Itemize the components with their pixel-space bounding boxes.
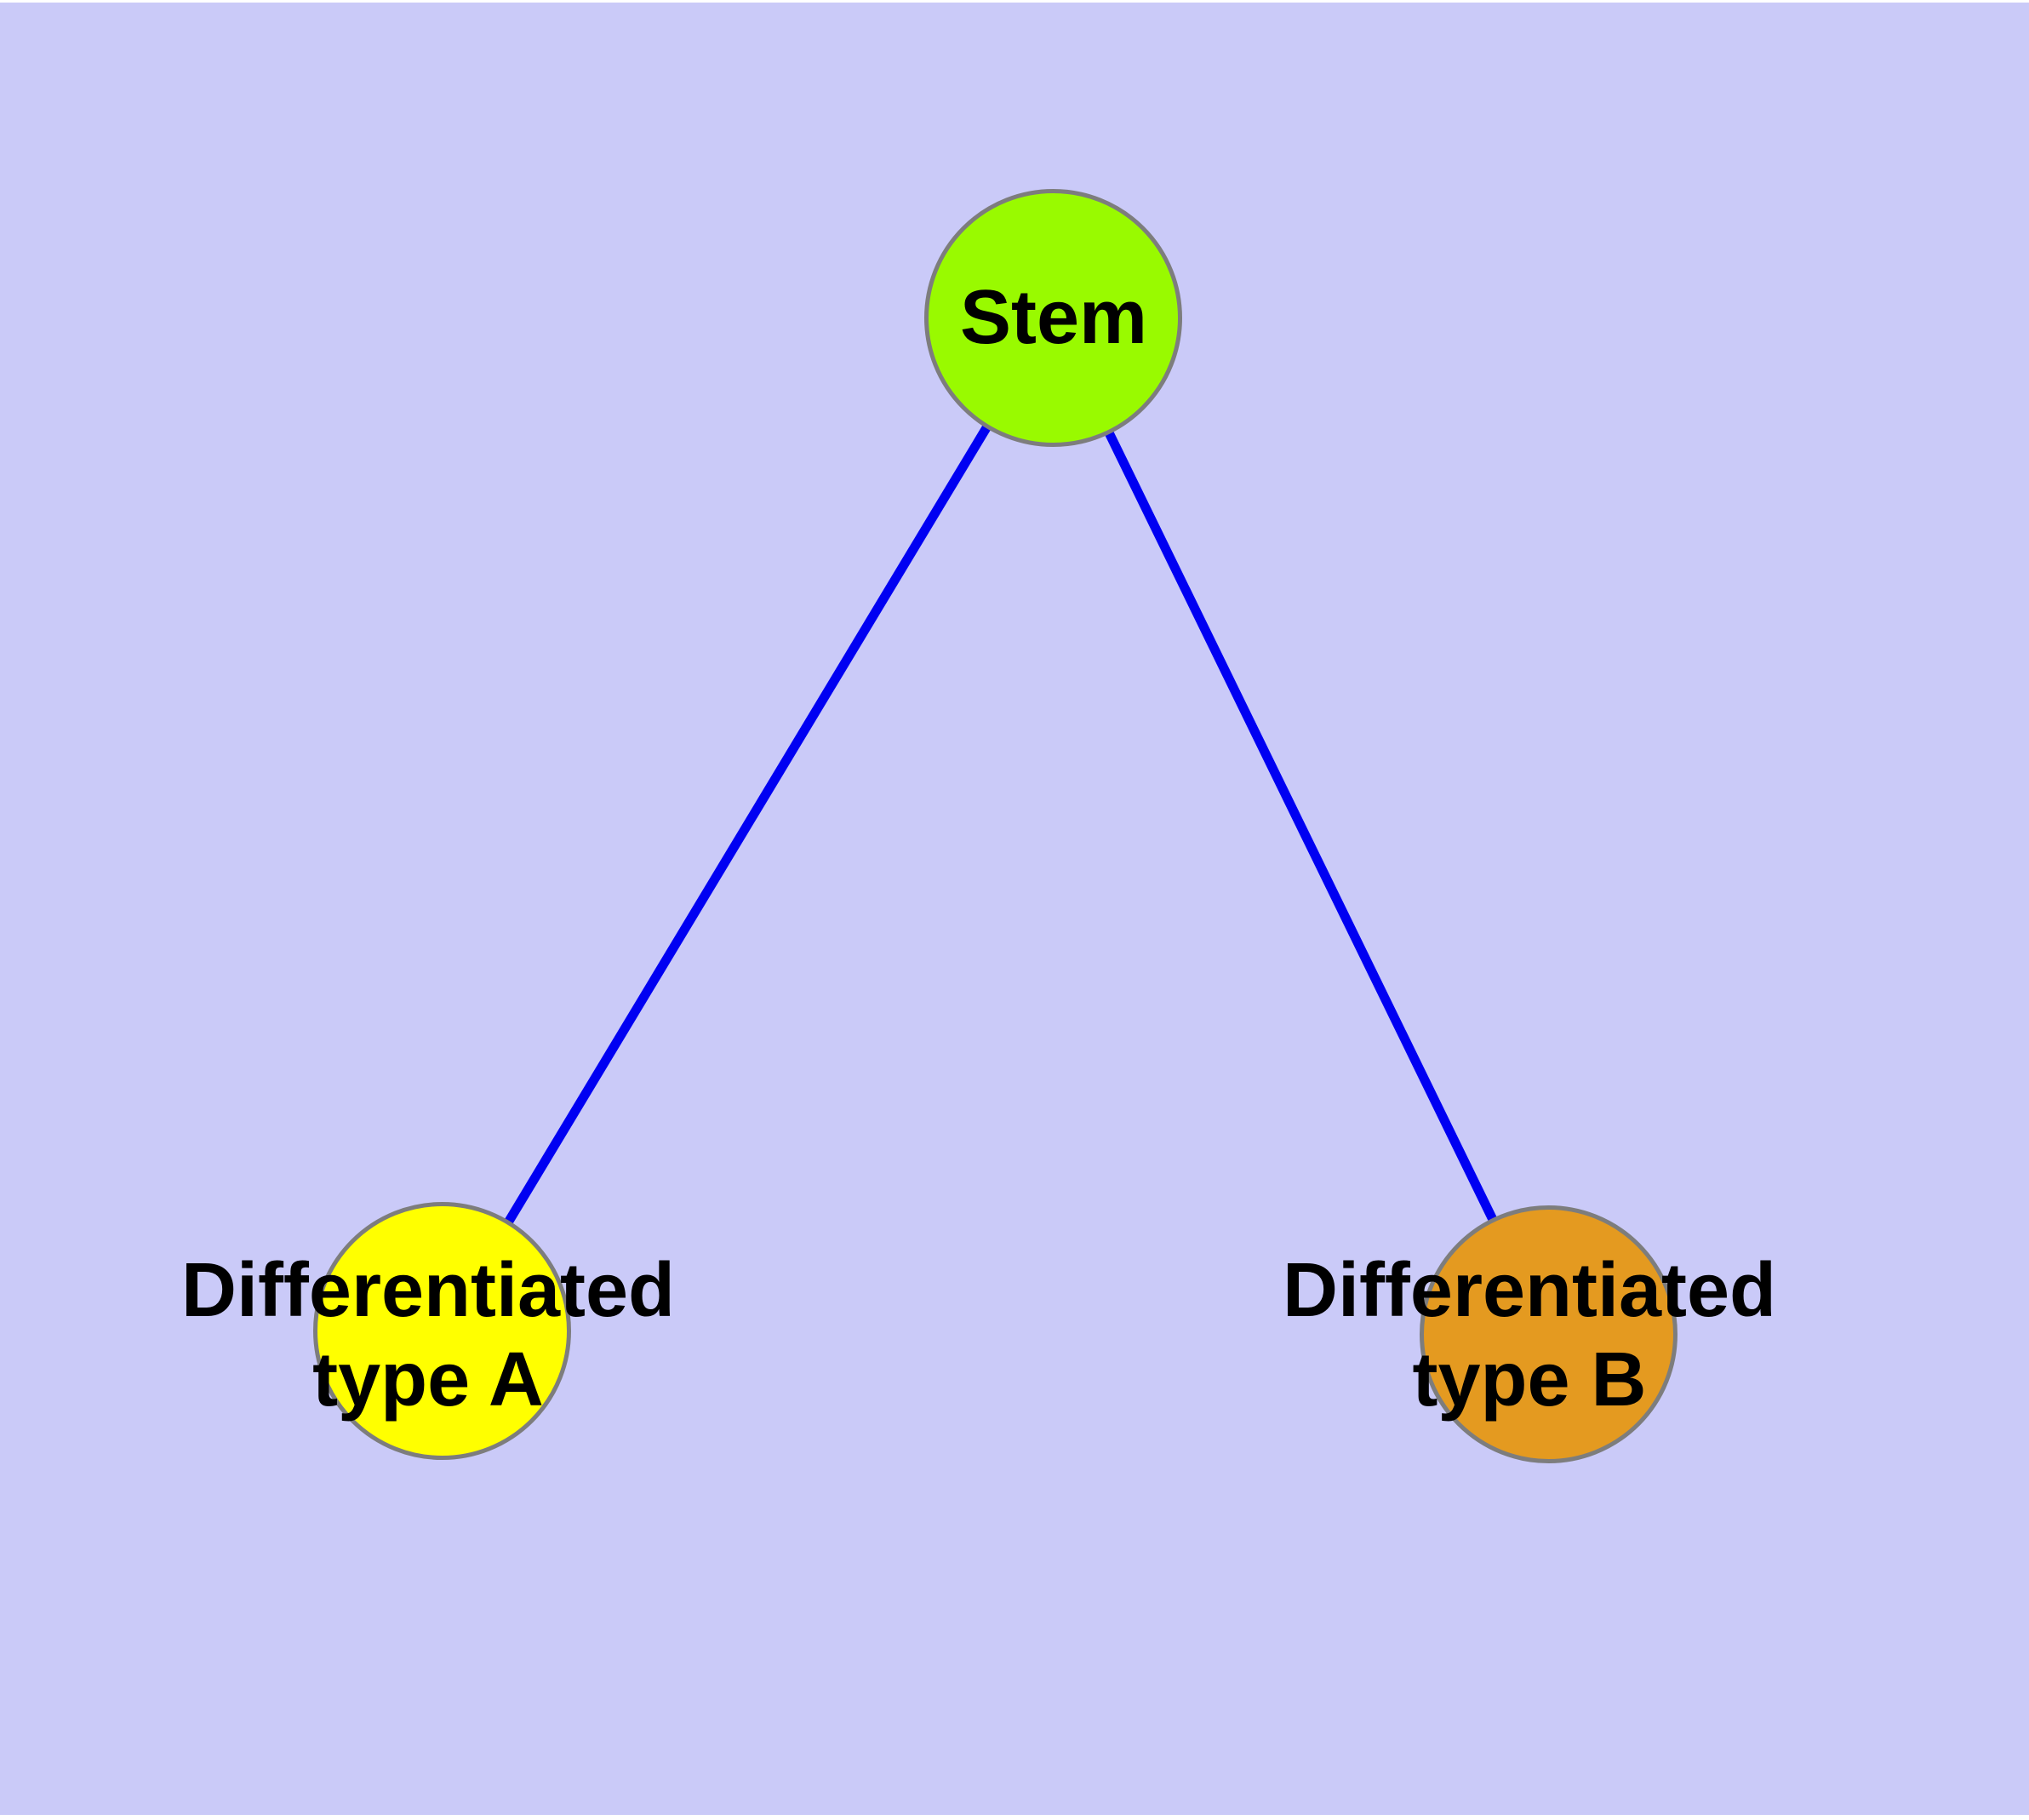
edge-stem-to-type-a	[438, 315, 1057, 1334]
node-differentiated-type-a-label: Differentiated type A	[88, 1246, 769, 1425]
node-type-b-label-line2: type B	[1412, 1337, 1647, 1422]
node-stem-circle	[924, 189, 1182, 447]
node-type-b-label-line1: Differentiated	[1282, 1248, 1777, 1333]
node-type-a-label-line2: type A	[312, 1337, 544, 1422]
node-type-a-label-line1: Differentiated	[180, 1248, 676, 1333]
node-differentiated-type-a-circle	[313, 1202, 571, 1460]
edge-stem-to-type-b	[1049, 315, 1553, 1337]
node-differentiated-type-b-label: Differentiated type B	[1189, 1246, 1870, 1425]
node-stem-label-text: Stem	[959, 275, 1148, 360]
node-differentiated-type-b-circle	[1420, 1205, 1677, 1463]
node-stem-label: Stem	[713, 273, 1394, 363]
